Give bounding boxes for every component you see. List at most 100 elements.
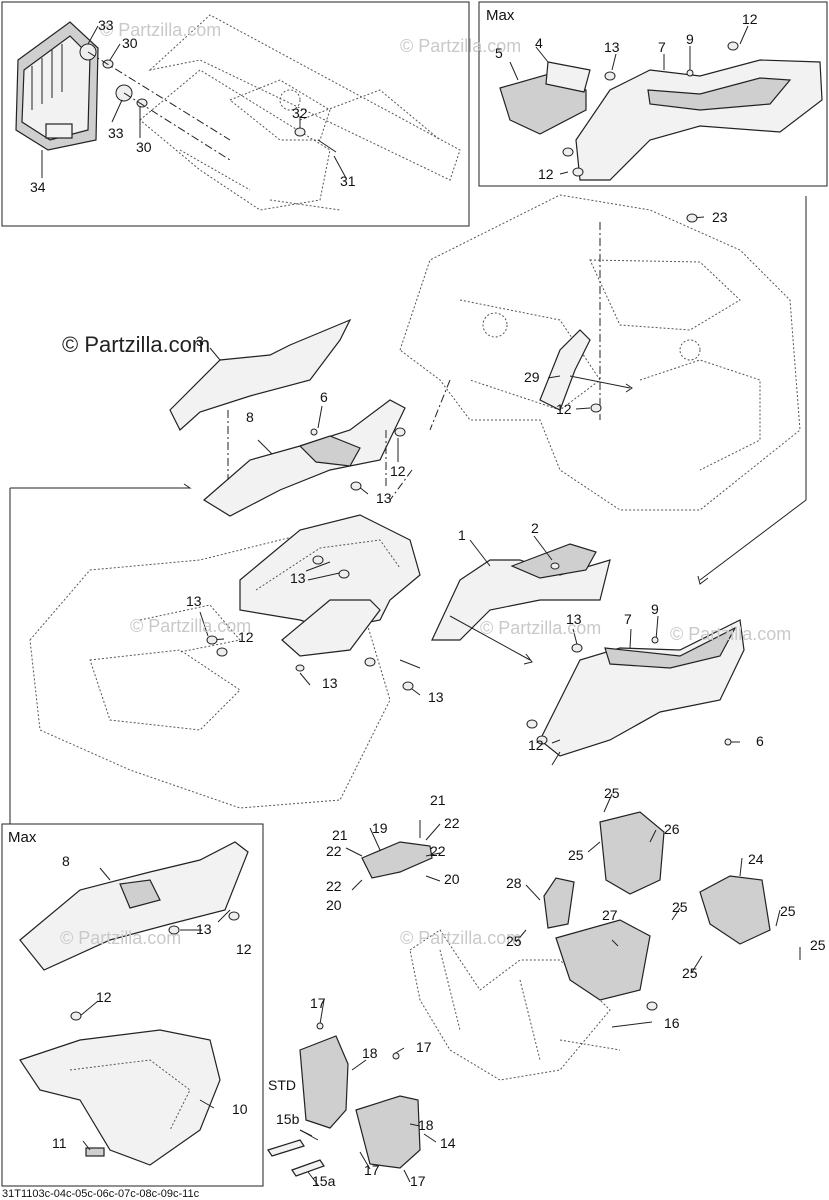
callout-3: 3 [196,333,204,349]
callout-25: 25 [810,937,826,953]
max-footrest-trim-8-inner [119,879,161,909]
footrest-trim-8 [202,399,406,517]
diagram-reference-code: 31T1103c-04c-05c-06c-07c-08c-09c-11c [2,1188,200,1200]
callout-30: 30 [136,139,152,155]
callout-22: 22 [326,843,342,859]
callout-22: 22 [444,815,460,831]
callout-17: 17 [410,1173,426,1189]
watermark-main: © Partzilla.com [62,332,210,357]
callout-31: 31 [340,173,356,189]
callout-19: 19 [372,820,388,836]
callout-24: 24 [748,851,764,867]
callout-16: 16 [664,1015,680,1031]
rear-fender-body [399,194,801,511]
callout-22: 22 [326,878,342,894]
side-panel-1 [431,559,611,641]
callout-34: 34 [30,179,46,195]
callout-11: 11 [52,1135,67,1151]
callout-2: 2 [531,520,539,536]
callout-8: 8 [62,853,70,869]
callout-30: 30 [122,35,138,51]
rear-trim-29 [539,329,591,411]
callout-17: 17 [416,1039,432,1055]
max-seat-base-10 [19,1029,221,1166]
watermark-faint-2: © Partzilla.com [400,36,521,56]
detail-box-max-bottom [1,823,264,1187]
callout-13: 13 [604,39,620,55]
callout-7: 7 [624,611,632,627]
callout-1: 1 [458,527,466,543]
rack-frame-illustration [139,14,461,211]
shield-26 [599,811,665,895]
std-bolts [267,1129,325,1177]
callout-32: 32 [292,105,308,121]
callout-25: 25 [506,933,522,949]
callout-18: 18 [418,1117,434,1133]
callout-29: 29 [524,369,540,385]
lower-frame-illustration [409,929,621,1081]
callout-33: 33 [98,17,114,33]
callout-12: 12 [238,629,254,645]
callout-8: 8 [246,409,254,425]
top-left-leaders [41,25,347,179]
callout-13: 13 [428,689,444,705]
max-pad-11 [85,1147,105,1157]
max-seat-base-10-cutout [69,1059,191,1131]
callout-12: 12 [528,737,544,753]
leader-lines [9,25,807,1186]
callout-13: 13 [196,921,212,937]
footrest-trim-8-inner [298,435,361,467]
callout-25: 25 [682,965,698,981]
callout-21: 21 [430,792,446,808]
callout-13: 13 [376,490,392,506]
bracket-19 [361,841,433,879]
callout-21: 21 [332,827,348,843]
callout-13: 13 [566,611,582,627]
tool-box-34 [15,21,99,151]
callout-26: 26 [664,821,680,837]
callout-9: 9 [651,601,659,617]
callout-22: 22 [430,843,446,859]
callout-4: 4 [535,35,543,51]
callout-13: 13 [322,675,338,691]
callout-7: 7 [658,39,666,55]
skid-plate-27 [555,919,651,1001]
footrest-trim-7-inner [604,626,737,669]
shield-24 [699,875,771,945]
callout-17: 17 [310,995,326,1011]
callout-5: 5 [495,45,503,61]
callout-12: 12 [236,941,252,957]
callout-9: 9 [686,31,694,47]
watermark-faint-5: © Partzilla.com [670,624,791,644]
callout-12: 12 [742,11,758,27]
callout-13: 13 [186,593,202,609]
callout-6: 6 [320,389,328,405]
callout-25: 25 [672,899,688,915]
watermark-faint-4: © Partzilla.com [480,618,601,638]
watermark-faint-6: © Partzilla.com [400,928,521,948]
max-box-title-top: Max [486,7,515,24]
detail-box-max-top [478,1,828,187]
callout-10: 10 [232,1101,248,1117]
callout-20: 20 [326,897,342,913]
callout-6: 6 [756,733,764,749]
callout-13: 13 [290,570,306,586]
callout-27: 27 [602,907,618,923]
callout-15b: 15b [276,1111,300,1127]
front-rack-trim [239,514,421,657]
callout-15a: 15a [312,1173,336,1189]
callout-14: 14 [440,1135,456,1151]
callout-25: 25 [568,847,584,863]
std-label: STD [268,1077,296,1093]
callout-17: 17 [364,1162,380,1178]
callout-labels: 33 30 33 30 32 31 34 4 5 13 7 9 12 12 23… [30,11,826,1189]
bracket-2 [510,543,597,579]
foot-guard-14-rear [299,1035,349,1129]
callout-12: 12 [390,463,406,479]
callout-28: 28 [506,875,522,891]
callout-18: 18 [362,1045,378,1061]
hardware-fasteners [70,213,732,1060]
callout-12: 12 [96,989,112,1005]
callout-12: 12 [538,166,554,182]
